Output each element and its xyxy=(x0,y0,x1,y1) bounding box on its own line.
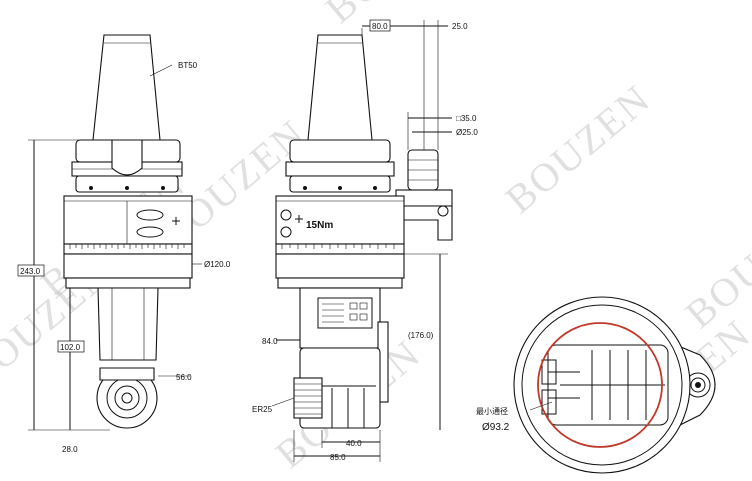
right-min-value: Ø93.2 xyxy=(482,422,510,433)
mid-dim-bottom-outer: 85.0 xyxy=(330,453,346,462)
left-dim-head: 56.0 xyxy=(176,373,192,382)
mid-taper xyxy=(307,34,373,141)
left-body xyxy=(63,195,193,245)
mid-dim-right: (176.0) xyxy=(408,331,434,340)
right-view: 最小通径 Ø93.2 xyxy=(476,296,716,474)
left-taper-label: BT50 xyxy=(178,61,198,70)
watermark-5: BOUZEN xyxy=(497,75,659,221)
mid-dim-left: 84.0 xyxy=(262,337,278,346)
mid-head-block xyxy=(299,287,381,349)
left-arm xyxy=(97,287,159,361)
left-scale xyxy=(63,243,193,255)
left-dim-overall: 243.0 xyxy=(20,267,41,276)
mid-dim-top-right: 25.0 xyxy=(452,22,468,31)
mid-dim-bottom-inner: 40.0 xyxy=(346,439,362,448)
mid-dim-top-width: 80.0 xyxy=(372,22,388,31)
watermark-8: BOUZEN xyxy=(677,190,752,336)
middle-view: 15Nm xyxy=(252,19,478,462)
mid-body xyxy=(275,195,405,245)
min-bore-circle xyxy=(537,322,663,448)
mid-collet-label: ER25 xyxy=(252,405,273,414)
left-view: 243.0 102.0 Ø120.0 56.0 28.0 BT50 xyxy=(17,34,231,454)
left-dim-lower: 102.0 xyxy=(60,343,81,352)
left-taper xyxy=(92,34,161,141)
mid-dim-square: □35.0 xyxy=(456,114,477,123)
mid-torque: 15Nm xyxy=(306,220,333,231)
left-dim-offset: 28.0 xyxy=(62,445,78,454)
left-dim-diameter: Ø120.0 xyxy=(204,260,231,269)
mid-dim-stop-dia: Ø25.0 xyxy=(456,128,478,137)
right-min-label: 最小通径 xyxy=(476,406,508,416)
